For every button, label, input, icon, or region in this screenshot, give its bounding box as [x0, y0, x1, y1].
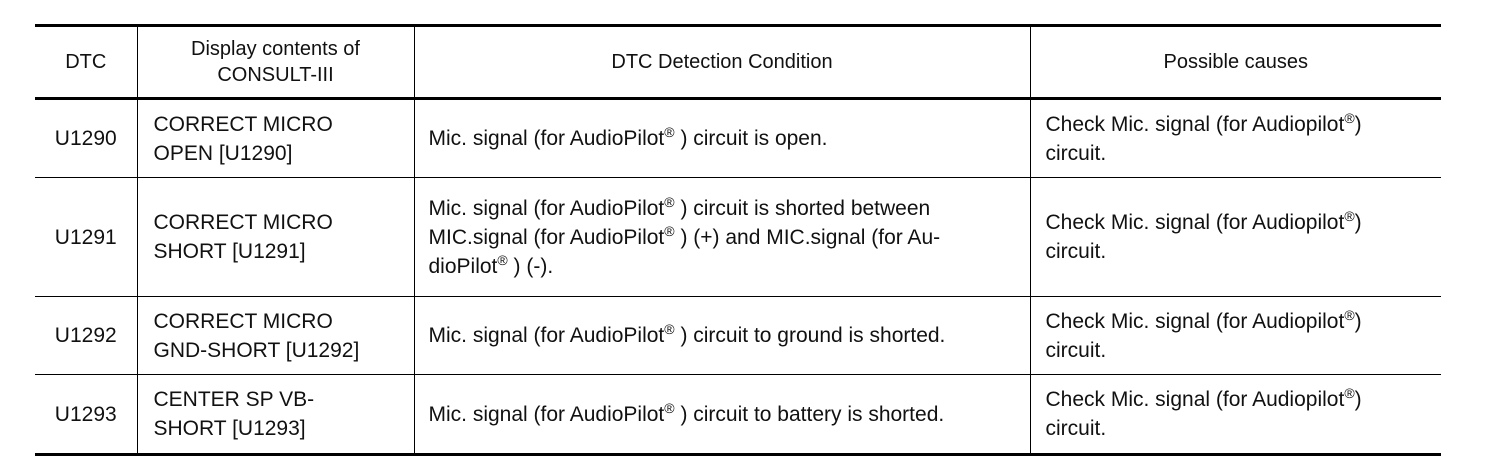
possible-causes: Check Mic. signal (for Audiopilot®)circu…: [1029, 98, 1441, 178]
detection-condition: Mic. signal (for AudioPilot® ) circuit t…: [413, 296, 1031, 375]
header-detection-condition: DTC Detection Condition: [413, 25, 1031, 99]
detection-condition: Mic. signal (for AudioPilot® ) circuit t…: [413, 374, 1031, 455]
registered-mark: ®: [1344, 385, 1355, 401]
detection-condition: Mic. signal (for AudioPilot® ) circuit i…: [413, 98, 1031, 178]
registered-mark: ®: [1344, 306, 1355, 323]
registered-mark: ®: [664, 124, 675, 140]
table-row: U1293 CENTER SP VB-SHORT [U1293] Mic. si…: [35, 374, 1441, 455]
header-dtc: DTC: [35, 25, 138, 99]
detection-condition: Mic. signal (for AudioPilot® ) circuit i…: [413, 177, 1031, 297]
registered-mark: ®: [497, 251, 508, 268]
registered-mark: ®: [664, 321, 675, 337]
possible-causes: Check Mic. signal (for Audiopilot®)circu…: [1029, 374, 1441, 455]
display-contents: CENTER SP VB-SHORT [U1293]: [136, 374, 415, 455]
registered-mark: ®: [1344, 208, 1355, 224]
registered-mark: ®: [664, 399, 675, 416]
possible-causes: Check Mic. signal (for Audiopilot®)circu…: [1029, 296, 1441, 375]
header-possible-causes: Possible causes: [1029, 25, 1441, 99]
registered-mark: ®: [1344, 109, 1355, 126]
registered-mark: ®: [664, 193, 675, 210]
dtc-code: U1290: [35, 98, 138, 178]
registered-mark: ®: [664, 222, 675, 239]
dtc-code: U1291: [35, 177, 138, 297]
possible-causes: Check Mic. signal (for Audiopilot®)circu…: [1029, 177, 1441, 297]
dtc-code: U1292: [35, 296, 138, 375]
dtc-code: U1293: [35, 374, 138, 455]
